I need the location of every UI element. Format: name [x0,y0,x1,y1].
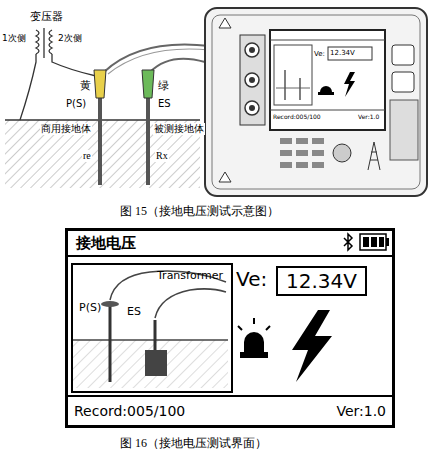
figure-caption: 图 16（接地电压测试界面） [120,437,267,451]
screen-text: Ve: [314,50,325,58]
instrument [205,8,427,196]
version-text: Ver:1.0 [336,403,386,420]
screen-frame: 接地电压 12.34V Record:005/100 Ver:1.0 Transform… [65,228,395,428]
screen-text: Record:005/100 [273,114,321,121]
record-text: Record:005/100 [74,403,185,420]
bluetooth-icon [344,234,352,250]
part-label: 2次侧 [58,33,82,43]
value-box: 12.34V [276,266,367,296]
resistance-label: Rx [155,150,169,162]
tested-electrode [146,95,150,185]
value-label: Ve: [236,268,267,291]
figure-caption: 图 15（接地电压测试示意图） [120,205,279,219]
green-clamp [142,70,154,98]
screen-text: 12.34V [330,49,355,57]
panel-label: ES [127,305,141,318]
transformer-symbol [20,28,96,120]
alarm-icon [238,318,270,358]
ground-line [5,119,200,121]
part-label: 被测接地体 [153,123,205,135]
terminal-label: P(S) [66,98,86,110]
part-label: 变压器 [30,11,63,24]
panel-label: Transformer [157,269,223,282]
part-label: 1次侧 [2,33,26,43]
status-bar: Record:005/100 Ver:1.0 [68,395,392,425]
value-text: 12.34V [286,269,357,293]
resistance-label: re [82,150,92,162]
screen-title: 接地电压 [76,234,136,252]
yellow-clamp [94,70,106,98]
battery-icon [360,234,389,250]
color-label: 黄 [80,80,91,93]
panel-drawing [72,271,228,388]
screen-text: Ver:1.0 [358,114,379,121]
lightning-icon [292,310,332,382]
illustration-panel: TransformerP(S) ES [71,263,233,393]
terminal-label: ES [158,98,171,110]
color-label: 绿 [158,80,169,93]
panel-label: P(S) [79,301,101,314]
part-label: 商用接地体 [40,123,92,135]
commercial-electrode [98,95,102,185]
title-rule [65,255,395,257]
